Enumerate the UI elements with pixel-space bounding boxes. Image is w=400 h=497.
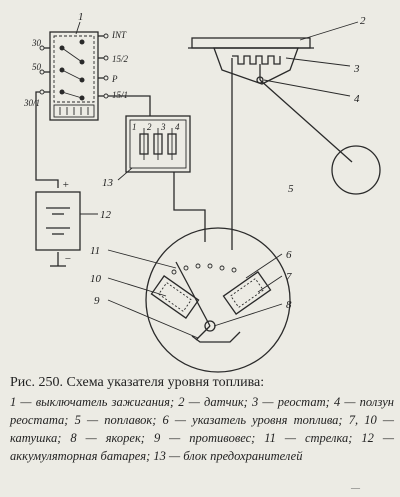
fuse-number-4: 4 (175, 122, 180, 132)
fuel-gauge-circuit-diagram: 30 50 30/1 INT 15/2 P 15/1 (23, 11, 381, 373)
fuse-number-1: 1 (132, 122, 137, 132)
callout-8: 8 (286, 299, 292, 311)
callout-4: 4 (354, 93, 360, 105)
callout-12: 12 (100, 209, 112, 221)
callout-6: 6 (286, 249, 292, 261)
callout-numbers: 1 2 3 4 5 6 7 8 9 10 11 12 13 (78, 11, 366, 311)
fuel-sender (188, 37, 314, 85)
callout-9: 9 (94, 295, 100, 307)
switch-right-terminals: INT 15/2 P 15/1 (98, 30, 129, 100)
fuse-number-2: 2 (147, 122, 152, 132)
fuse-number-3: 3 (160, 122, 166, 132)
terminal-30-1-label: 30/1 (23, 98, 40, 108)
terminal-15-1-label: 15/1 (112, 90, 128, 100)
fuse-block: 1 2 3 4 (125, 115, 191, 173)
callout-5: 5 (288, 183, 294, 195)
page-mark: — (351, 483, 360, 493)
float-assembly (259, 79, 381, 195)
callout-7: 7 (286, 271, 292, 283)
battery-plus-label: + (62, 179, 69, 191)
callout-leaders (75, 21, 359, 339)
terminal-p-label: P (111, 74, 118, 84)
terminal-int-label: INT (111, 30, 127, 40)
callout-11: 11 (90, 245, 100, 257)
figure-caption: Рис. 250. Схема указателя уровня топлива… (10, 374, 394, 465)
callout-2: 2 (360, 15, 366, 27)
battery-minus-label: − (64, 253, 71, 265)
callout-3: 3 (353, 63, 360, 75)
caption-title: Рис. 250. Схема указателя уровня топлива… (10, 375, 265, 390)
battery: + − (35, 179, 81, 265)
caption-legend: 1 — выключатель зажигания; 2 — датчик; 3… (10, 395, 394, 463)
callout-10: 10 (90, 273, 102, 285)
fuel-gauge (145, 227, 291, 373)
terminal-50-label: 50 (32, 62, 42, 72)
wiring (35, 58, 233, 267)
ignition-switch (49, 31, 99, 121)
terminal-30-label: 30 (31, 38, 42, 48)
callout-13: 13 (102, 177, 114, 189)
callout-1: 1 (78, 11, 84, 23)
terminal-15-2-label: 15/2 (112, 54, 129, 64)
